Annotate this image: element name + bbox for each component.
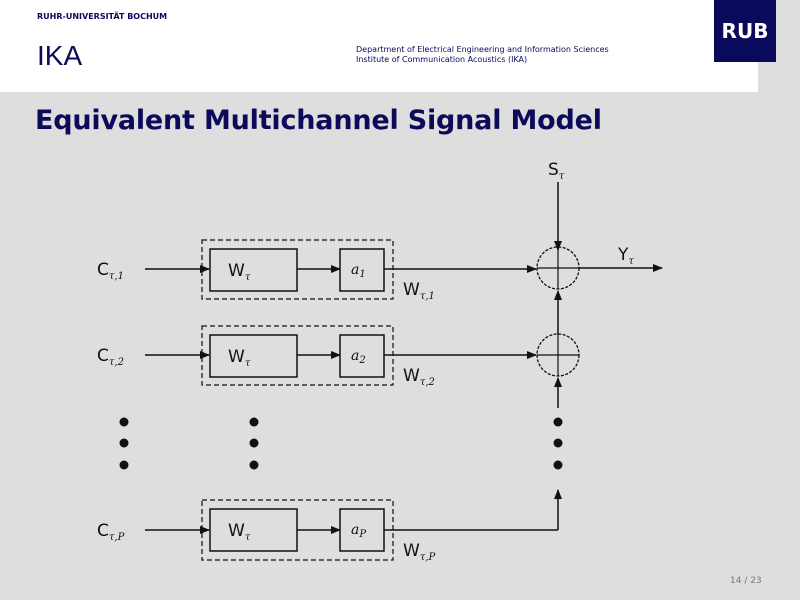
channel-1-output-label: Wτ,1 <box>403 280 435 302</box>
slide-title: Equivalent Multichannel Signal Model <box>35 105 602 136</box>
page-number: 14 / 23 <box>730 576 762 586</box>
slide-header: RUHR-UNIVERSITÄT BOCHUM IKA Department o… <box>0 0 758 92</box>
channel-2: Cτ,2 Wτ a2 Wτ,2 <box>97 325 537 388</box>
channel-1-filter-label: Wτ <box>228 261 251 283</box>
channel-p-output-label: Wτ,P <box>403 541 436 563</box>
rub-logo: RUB <box>714 0 776 62</box>
source-label: Sτ <box>548 160 565 182</box>
ellipsis-dots <box>119 417 563 470</box>
channel-p-filter-block <box>209 508 298 552</box>
department-line-1: Department of Electrical Engineering and… <box>356 45 609 54</box>
summing-junction-2 <box>536 333 580 377</box>
channel-p-gain-label: aP <box>351 522 366 540</box>
channel-2-gain-label: a2 <box>351 348 366 366</box>
channel-1: Cτ,1 Wτ a1 Wτ,1 <box>97 239 537 302</box>
channel-p-input-label: Cτ,P <box>97 521 125 543</box>
department-info: Department of Electrical Engineering and… <box>356 45 609 65</box>
channel-p-filter-label: Wτ <box>228 521 251 543</box>
channel-1-gain-label: a1 <box>351 262 366 280</box>
channel-1-input-label: Cτ,1 <box>97 260 124 282</box>
channel-2-gain-block <box>339 334 385 378</box>
channel-2-output-label: Wτ,2 <box>403 366 435 388</box>
channel-1-filter-block <box>209 248 298 292</box>
output-label: Yτ <box>617 245 634 267</box>
channel-2-input-label: Cτ,2 <box>97 346 124 368</box>
summing-junction-1 <box>536 246 580 290</box>
department-line-2: Institute of Communication Acoustics (IK… <box>356 55 528 64</box>
channel-1-gain-block <box>339 248 385 292</box>
channel-p: Cτ,P Wτ aP Wτ,P <box>97 499 558 563</box>
channel-2-filter-label: Wτ <box>228 347 251 369</box>
university-name: RUHR-UNIVERSITÄT BOCHUM <box>37 12 168 21</box>
channel-2-filter-block <box>209 334 298 378</box>
institute-short-name: IKA <box>37 40 83 71</box>
